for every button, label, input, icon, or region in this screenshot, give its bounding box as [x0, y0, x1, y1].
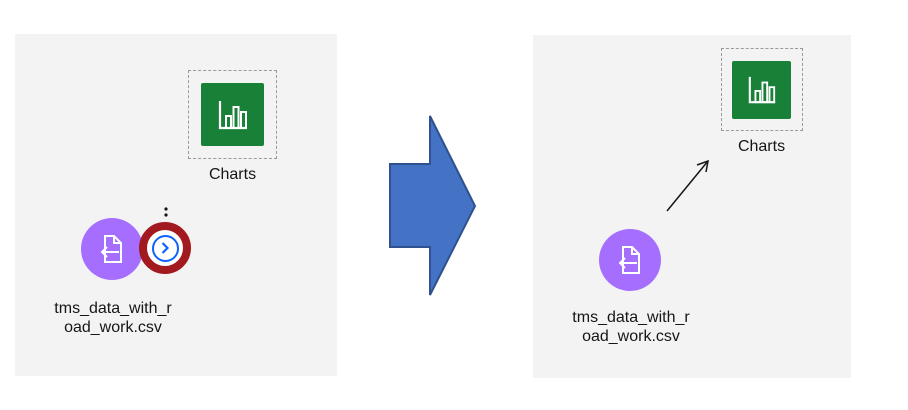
file-node-label: tms_data_with_r oad_work.csv: [23, 299, 203, 337]
charts-node[interactable]: [732, 61, 791, 119]
charts-node[interactable]: [201, 83, 264, 146]
file-node-label-line1: tms_data_with_r: [572, 309, 690, 326]
file-import-icon: [618, 246, 640, 274]
bar-chart-icon: [218, 100, 247, 129]
charts-node-label: Charts: [737, 138, 786, 155]
file-node-label-line2: oad_work.csv: [582, 328, 680, 345]
file-node[interactable]: [599, 229, 661, 291]
canvas-before: Charts tms_data_with_r oad_work.csv: [15, 34, 337, 376]
file-node[interactable]: [81, 218, 143, 280]
file-node-label: tms_data_with_r oad_work.csv: [541, 308, 721, 346]
output-port-button[interactable]: [151, 234, 179, 262]
chevron-right-icon: [161, 242, 170, 254]
charts-node-selection-frame: [188, 70, 277, 159]
file-import-icon: [100, 235, 122, 263]
canvas-after: Charts tms_data_with_r oad_work.csv: [533, 35, 851, 378]
charts-node-label: Charts: [208, 166, 257, 183]
overflow-menu-icon[interactable]: [162, 206, 170, 220]
bar-chart-icon: [748, 76, 775, 104]
output-port-highlight: [139, 222, 191, 274]
right-arrow-icon: [389, 115, 477, 296]
connector-arrow-icon: [666, 159, 709, 212]
file-node-label-line1: tms_data_with_r: [54, 300, 172, 317]
file-node-label-line2: oad_work.csv: [64, 319, 162, 336]
charts-node-selection-frame: [721, 48, 803, 131]
